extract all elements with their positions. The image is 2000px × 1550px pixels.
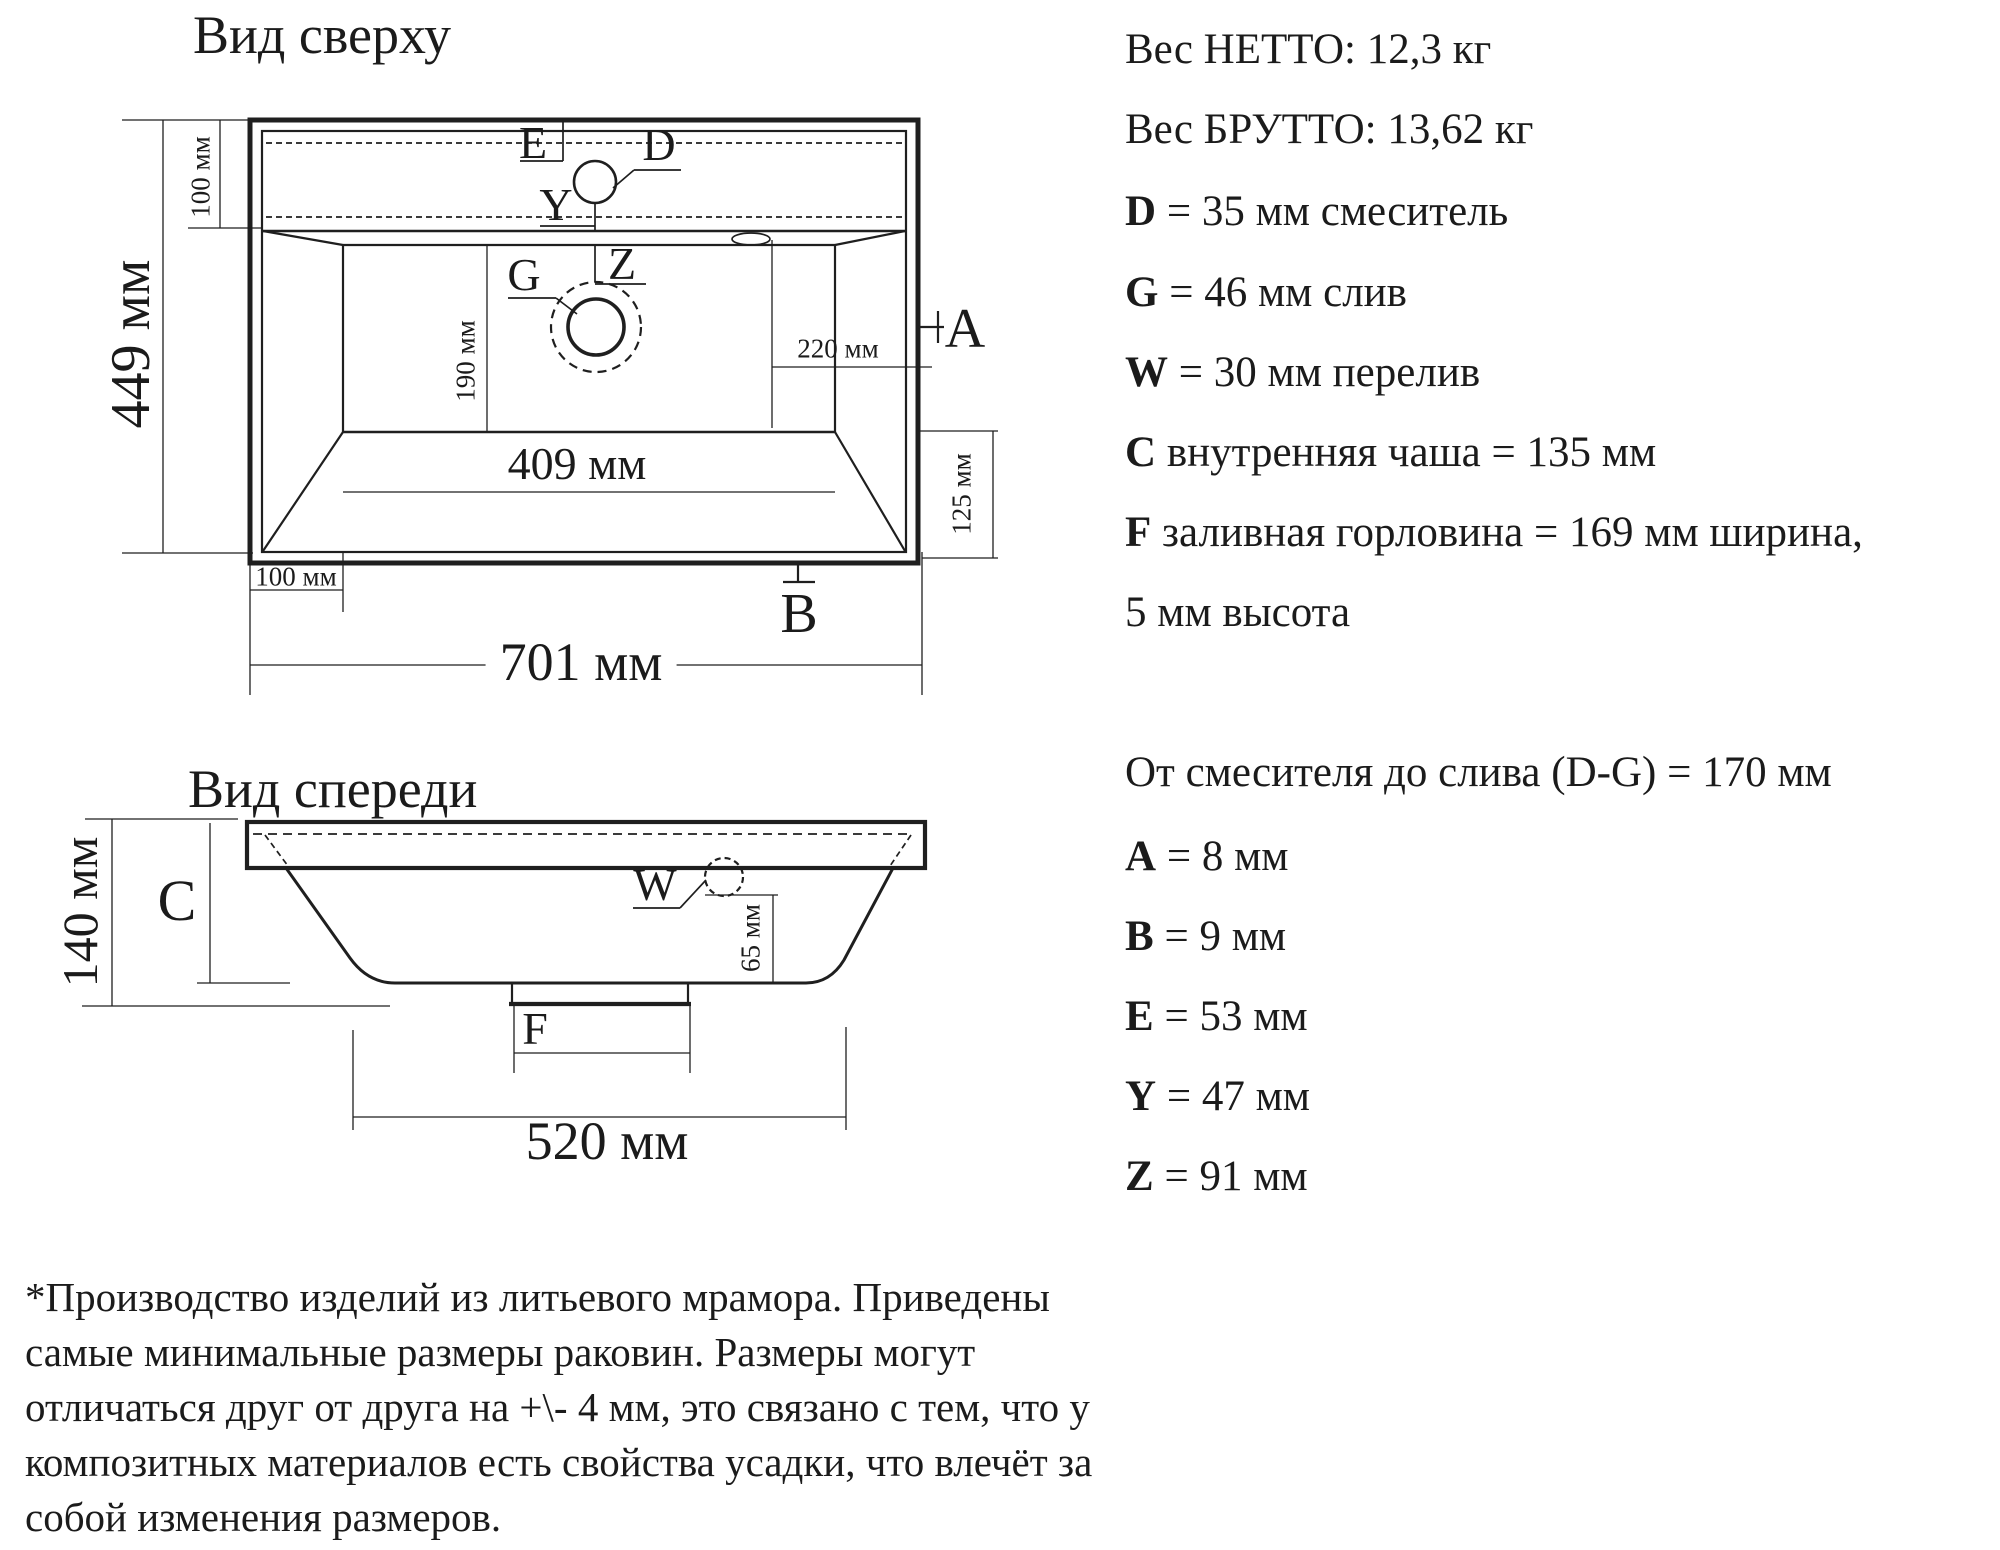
letter-f-label: F (522, 1003, 548, 1054)
dim-65-label: 65 мм (735, 904, 766, 972)
letter-g-label: G (507, 249, 541, 300)
overflow-oval-top-view (731, 232, 771, 246)
front-view-slab (244, 819, 928, 871)
footnote-line-3: отличаться друг от друга на +\- 4 мм, эт… (25, 1384, 1090, 1430)
spec-c-inner-bowl: C внутренняя чаша = 135 мм (1125, 429, 1657, 476)
front-view-bowl-outline (284, 867, 895, 985)
drain-outer-circle (549, 280, 643, 374)
dim-140-label: 140 мм (52, 836, 108, 988)
label-w-leader (633, 879, 707, 909)
footnote-line-2: самые минимальные размеры раковин. Разме… (25, 1329, 976, 1375)
dim-520-label: 520 мм (525, 1111, 689, 1171)
label-a-tick (918, 311, 944, 343)
front-view-title: Вид спереди (188, 759, 478, 819)
top-view-inner-rect (260, 129, 908, 554)
spec-b-value: B = 9 мм (1125, 913, 1287, 960)
letter-b-label: B (780, 583, 818, 645)
dim-701-label: 701 мм (485, 635, 677, 689)
spec-z-value: Z = 91 мм (1125, 1153, 1308, 1200)
bowl-corner-slants (262, 229, 906, 552)
spec-f-height: 5 мм высота (1125, 589, 1351, 636)
bowl-bottom-rect (341, 243, 837, 432)
letter-d-label: D (642, 119, 676, 170)
dim-449-label: 449 мм (100, 259, 162, 429)
dim-100-bottom-lines (250, 553, 344, 612)
dim-100-top-label: 100 мм (185, 136, 216, 218)
letter-c-label: C (157, 868, 197, 933)
spec-d-mixer: D = 35 мм смеситель (1125, 188, 1509, 235)
footnote-line-4: композитных материалов есть свойства уса… (25, 1439, 1093, 1485)
label-d-leader (612, 169, 681, 189)
dim-125-lines (918, 430, 998, 559)
letter-a-label: A (944, 298, 986, 360)
spec-mixer-to-drain: От смесителя до слива (D-G) = 170 мм (1125, 749, 1832, 796)
dim-c-lines (197, 823, 290, 984)
dim-220-label: 220 мм (797, 333, 879, 364)
spec-gross-weight: Вес БРУТТО: 13,62 кг (1125, 106, 1534, 153)
dim-190-label: 190 мм (450, 320, 481, 402)
dim-125-label: 125 мм (946, 453, 977, 535)
spec-w-overflow: W = 30 мм перелив (1125, 349, 1481, 396)
letter-y-label: Y (539, 179, 573, 230)
overflow-dashed-circle (703, 856, 745, 898)
top-view-outer-rect (247, 117, 921, 566)
spec-f-filler-neck: F заливная горловина = 169 мм ширина, (1125, 509, 1863, 556)
label-b-tick (783, 563, 815, 584)
dim-409-label: 409 мм (507, 438, 647, 489)
footnote-line-1: *Производство изделий из литьевого мрамо… (25, 1274, 1050, 1320)
spec-y-value: Y = 47 мм (1125, 1073, 1310, 1120)
spec-a-value: A = 8 мм (1125, 833, 1289, 880)
spec-g-drain: G = 46 мм слив (1125, 269, 1407, 316)
drain-box-sides (510, 983, 690, 1003)
letter-e-label: E (518, 117, 548, 168)
dim-f-lines (513, 1005, 691, 1073)
letter-w-label: W (633, 859, 677, 910)
label-g-leader (508, 297, 578, 315)
spec-e-value: E = 53 мм (1125, 993, 1308, 1040)
dim-100-bottom-label: 100 мм (255, 561, 337, 592)
dim-140-lines (82, 818, 390, 1007)
label-e-leader (520, 120, 564, 162)
dim-520-lines (352, 1027, 847, 1130)
drain-inner-circle (566, 297, 626, 357)
spec-net-weight: Вес НЕТТО: 12,3 кг (1125, 26, 1492, 73)
dim-220-lines (771, 240, 932, 428)
faucet-hole-circle (572, 159, 618, 205)
front-view-hidden-slants (264, 834, 912, 867)
footnote-line-5: собой изменения размеров. (25, 1494, 502, 1540)
letter-z-label: Z (607, 238, 637, 289)
dim-65-lines (705, 894, 778, 983)
top-view-title: Вид сверху (193, 5, 451, 65)
dim-449-lines (122, 119, 253, 554)
dim-100-top-lines (188, 120, 262, 229)
